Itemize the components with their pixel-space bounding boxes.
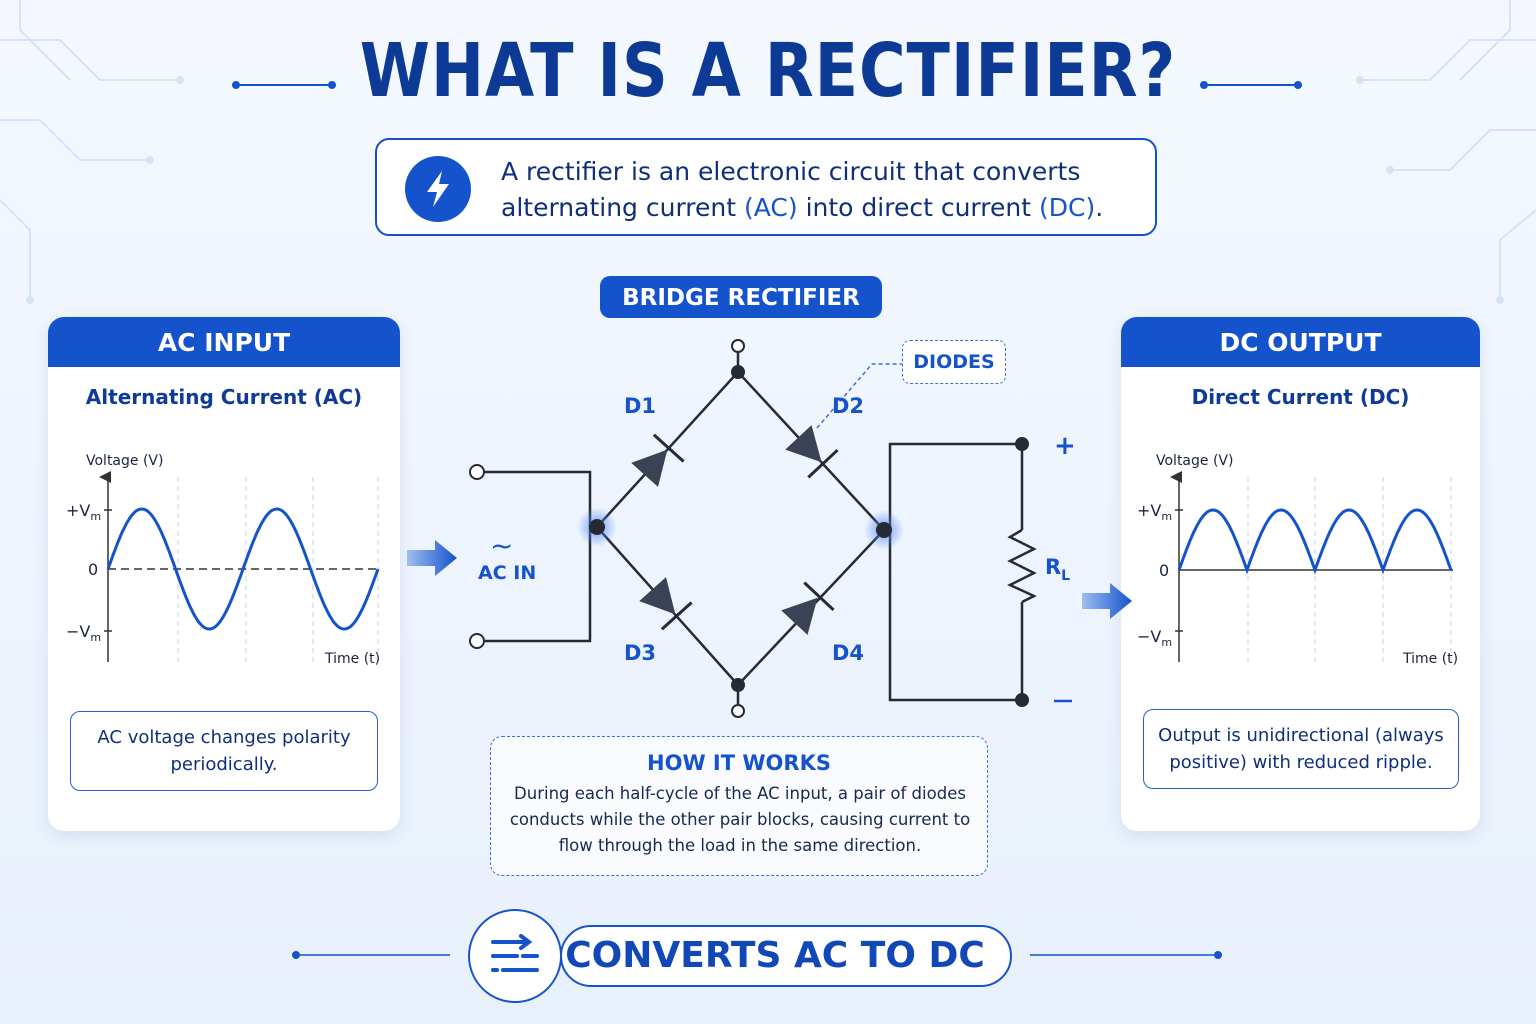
load-label: RL [1045, 555, 1070, 584]
title-right-decoration [1200, 81, 1302, 89]
diode-label-d3: D3 [624, 641, 656, 665]
bridge-rectifier-label: BRIDGE RECTIFIER [600, 276, 882, 318]
dc-tick-minus-text: −V [1137, 627, 1161, 646]
circuit-nodes [589, 365, 1029, 707]
load-label-sub: L [1061, 568, 1070, 584]
ac-tick-plus-vm: +Vm [66, 501, 101, 523]
diode-d1 [631, 433, 685, 487]
ac-tick-plus-text: +V [66, 501, 90, 520]
ac-tick-minus-sub: m [90, 631, 101, 644]
dc-output-panel: DC OUTPUT Direct Current (DC) Voltage (V… [1121, 317, 1480, 831]
definition-line-2-part: into direct current [797, 193, 1039, 222]
title-left-decoration [232, 81, 336, 89]
diode-label-d2: D2 [832, 394, 864, 418]
bottom-right-decoration [1030, 951, 1222, 959]
dc-tick-zero: 0 [1159, 561, 1169, 580]
circuit-terminals [469, 339, 745, 718]
dc-tick-minus-vm: −Vm [1137, 627, 1172, 649]
definition-box: A rectifier is an electronic circuit tha… [375, 138, 1157, 236]
how-it-works-text: During each half-cycle of the AC input, … [509, 784, 971, 855]
diodes-label: DIODES [902, 340, 1006, 384]
diode-label-d1: D1 [624, 394, 656, 418]
arrow-right-icon [1082, 583, 1132, 619]
definition-text: A rectifier is an electronic circuit tha… [501, 154, 1141, 226]
dc-tick-plus-text: +V [1137, 501, 1161, 520]
circuit-wires [484, 352, 1037, 704]
ac-tick-minus-text: −V [66, 622, 90, 641]
ac-sine-wave [106, 507, 380, 631]
ac-note-box: AC voltage changes polarity periodically… [70, 711, 378, 791]
definition-line-2: alternating current (AC) into direct cur… [501, 190, 1141, 226]
dc-note-text: Output is unidirectional (always positiv… [1158, 725, 1444, 773]
ac-tick-plus-sub: m [90, 510, 101, 523]
dc-y-label: Voltage (V) [1156, 453, 1233, 469]
ac-panel-header: AC INPUT [48, 317, 400, 367]
how-it-works-title: HOW IT WORKS [647, 751, 831, 775]
converts-banner-text: CONVERTS AC TO DC [565, 935, 985, 976]
how-it-works-box: HOW IT WORKS During each half-cycle of t… [490, 736, 988, 876]
bridge-rectifier-circuit: D1 D2 D3 D4 ~ AC IN RL + [469, 339, 1076, 718]
dc-tick-plus-sub: m [1161, 510, 1172, 523]
ac-in-label: AC IN [478, 562, 536, 584]
converts-banner [560, 925, 1012, 987]
diode-d4 [781, 581, 835, 635]
dc-tick-plus-vm: +Vm [1137, 501, 1172, 523]
definition-line-2-part: . [1095, 193, 1104, 222]
ac-waveform-chart: Voltage (V) Time (t) +Vm 0 −Vm [66, 453, 380, 667]
lightning-icon [405, 156, 471, 222]
ac-note-text: AC voltage changes polarity periodically… [97, 727, 351, 775]
dc-x-label: Time (t) [1402, 651, 1458, 667]
bottom-left-decoration [292, 951, 450, 959]
convert-arrows-icon [468, 909, 562, 1003]
dc-note-box: Output is unidirectional (always positiv… [1143, 709, 1459, 789]
diode-d2 [785, 425, 839, 479]
diode-d3 [639, 577, 693, 631]
definition-line-2-part: alternating current [501, 193, 744, 222]
definition-ac-highlight: (AC) [744, 193, 798, 222]
arrow-right-icon [407, 540, 457, 576]
ac-symbol: ~ [490, 529, 513, 562]
plus-terminal-label: + [1054, 431, 1076, 461]
dc-tick-minus-sub: m [1161, 636, 1172, 649]
ac-input-panel: AC INPUT Alternating Current (AC) Voltag… [48, 317, 400, 831]
ac-x-label: Time (t) [324, 651, 380, 667]
diode-label-d4: D4 [832, 641, 864, 665]
ac-tick-minus-vm: −Vm [66, 622, 101, 644]
ac-y-label: Voltage (V) [86, 453, 163, 469]
ac-tick-zero: 0 [88, 560, 98, 579]
dc-rectified-wave [1177, 508, 1453, 575]
page-title: WHAT IS A RECTIFIER? [359, 28, 1177, 114]
ac-panel-subtitle: Alternating Current (AC) [85, 385, 363, 409]
dc-waveform-chart: Voltage (V) Time (t) +Vm 0 −Vm [1137, 453, 1458, 667]
dc-panel-header: DC OUTPUT [1121, 317, 1480, 367]
load-label-text: R [1045, 555, 1061, 579]
dc-panel-subtitle: Direct Current (DC) [1191, 385, 1410, 409]
definition-line-1: A rectifier is an electronic circuit tha… [501, 157, 1081, 186]
definition-dc-highlight: (DC) [1038, 193, 1096, 222]
